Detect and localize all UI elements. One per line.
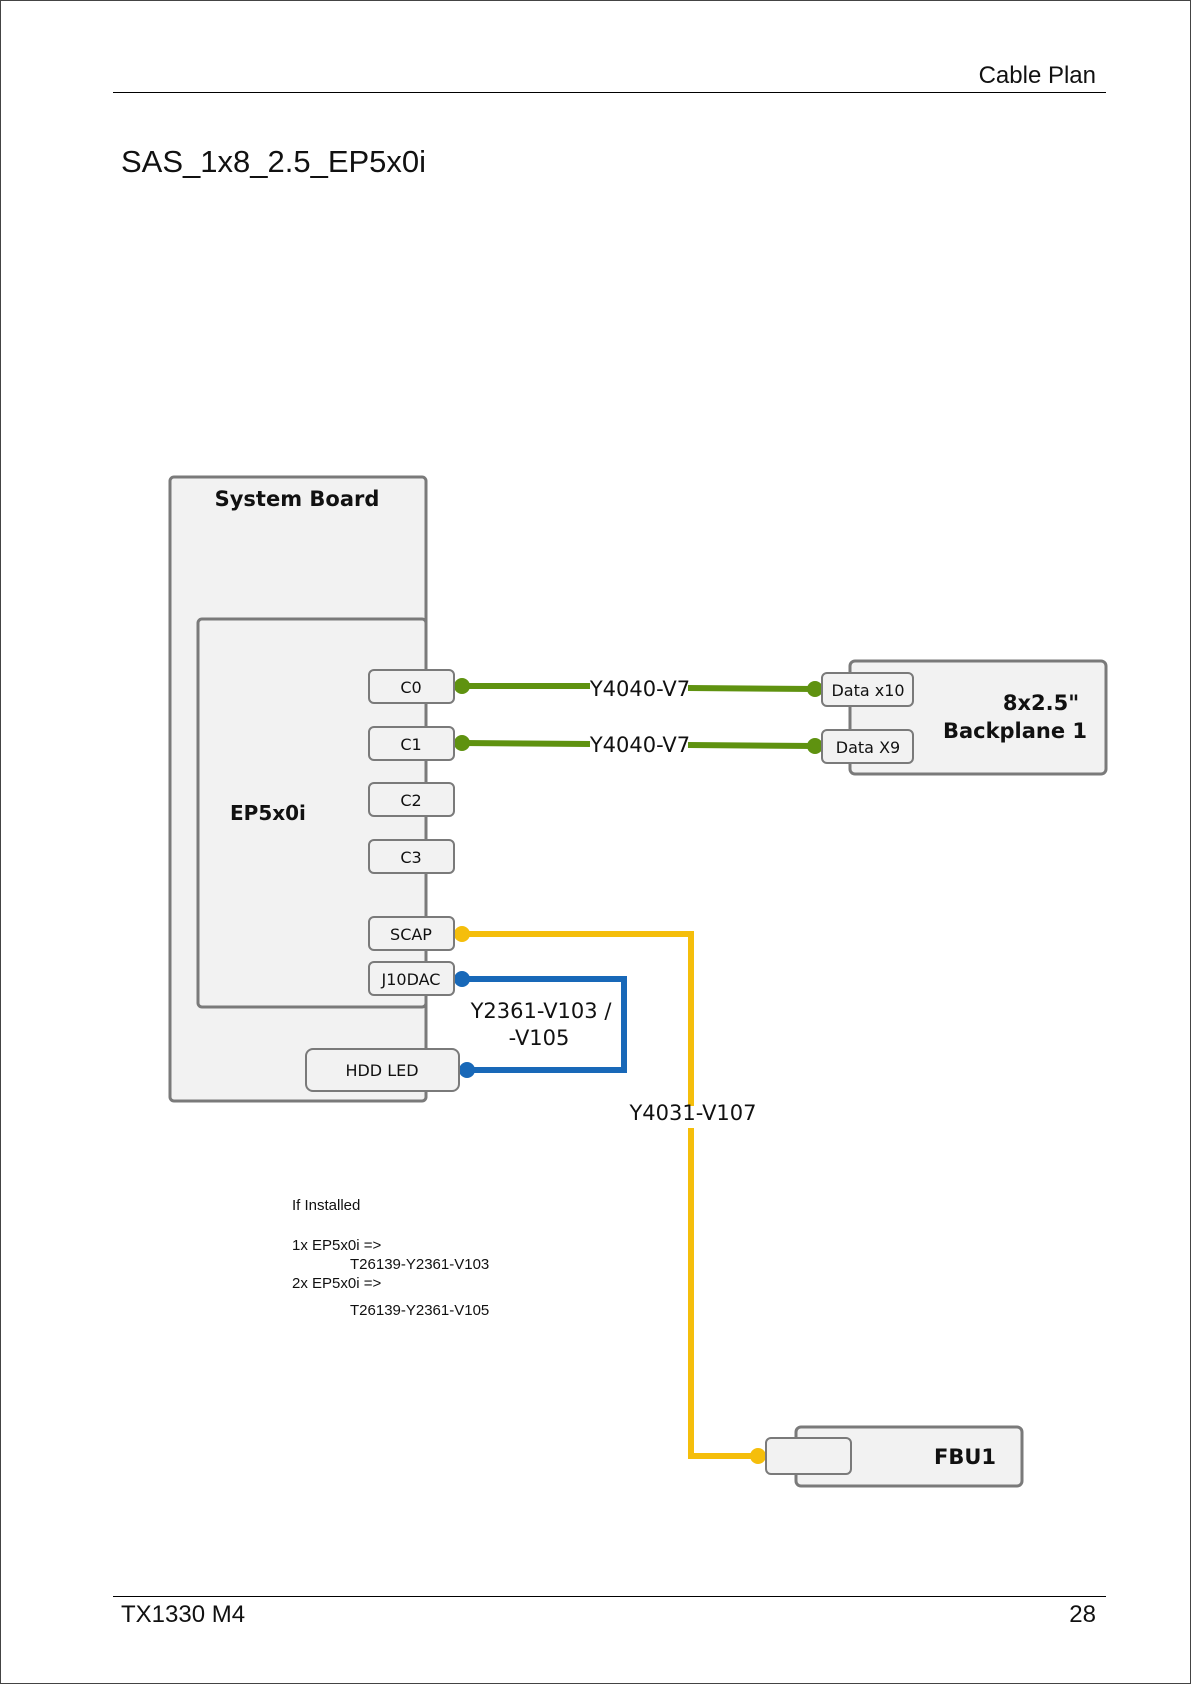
- port-c1: C1: [369, 727, 454, 760]
- backplane-label-line1: 8x2.5": [1003, 691, 1079, 715]
- controller-label: EP5x0i: [230, 801, 306, 825]
- port-hdd-led: HDD LED: [306, 1049, 459, 1091]
- fbu-connector: [766, 1438, 851, 1474]
- backplane-port-data-x9: Data X9: [822, 730, 913, 763]
- port-c2-label: C2: [400, 791, 421, 810]
- note-line4: T26139-Y2361-V105: [350, 1302, 489, 1319]
- port-c1-label: C1: [400, 735, 421, 754]
- footer-rule: [113, 1596, 1106, 1597]
- footer-page-number: 28: [1069, 1601, 1096, 1629]
- cable-c1-label: Y4040-V7: [589, 733, 690, 757]
- port-c0: C0: [369, 670, 454, 703]
- note-if-installed: If Installed: [292, 1197, 360, 1214]
- system-board-label: System Board: [215, 487, 380, 511]
- cable-led-label-line1: Y2361-V103 /: [470, 999, 613, 1023]
- footer-model: TX1330 M4: [121, 1601, 245, 1629]
- backplane-port-data-x10-label: Data x10: [831, 681, 904, 700]
- cable-led-label-line2: -V105: [509, 1026, 570, 1050]
- port-hdd-led-label: HDD LED: [345, 1061, 418, 1080]
- backplane-label-line2: Backplane 1: [943, 719, 1087, 743]
- port-scap-label: SCAP: [390, 925, 432, 944]
- port-c3: C3: [369, 840, 454, 873]
- cable-led: [454, 971, 624, 1078]
- backplane-port-data-x10: Data x10: [822, 673, 913, 706]
- port-scap: SCAP: [369, 917, 454, 950]
- fbu-label: FBU1: [934, 1445, 996, 1469]
- note-line1: 1x EP5x0i =>: [292, 1237, 381, 1254]
- port-c3-label: C3: [400, 848, 421, 867]
- port-j10dac-label: J10DAC: [381, 970, 441, 989]
- note-line2: T26139-Y2361-V103: [350, 1256, 489, 1273]
- port-c0-label: C0: [400, 678, 421, 697]
- cable-scap-label: Y4031-V107: [628, 1101, 756, 1125]
- port-c2: C2: [369, 783, 454, 816]
- cable-c0-label: Y4040-V7: [589, 677, 690, 701]
- backplane-port-data-x9-label: Data X9: [836, 738, 900, 757]
- note-line3: 2x EP5x0i =>: [292, 1275, 381, 1292]
- port-j10dac: J10DAC: [369, 962, 454, 995]
